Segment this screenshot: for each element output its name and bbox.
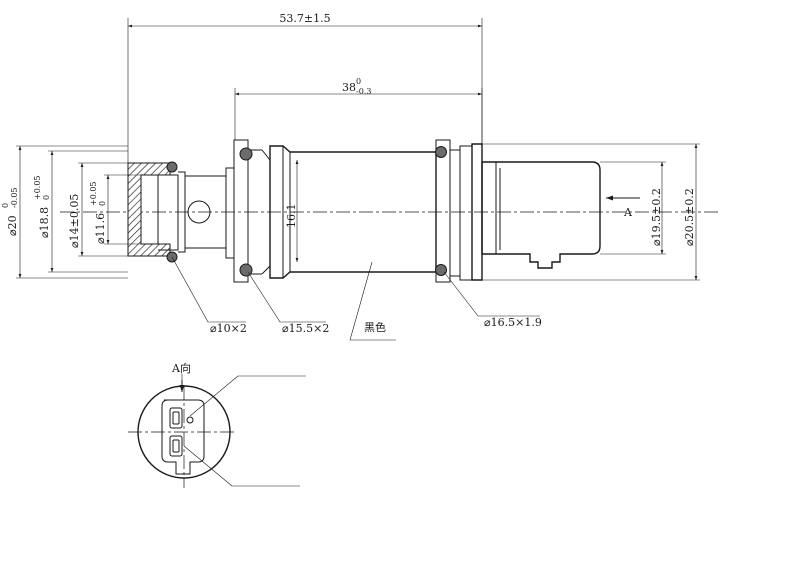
- oring-large-bottom: [435, 264, 447, 276]
- dia-14-text: ⌀14±0.05: [68, 194, 81, 248]
- dimension-dia-20-5: ⌀20.5±0.2: [482, 143, 700, 281]
- callout-oring-medium: ⌀15.5×2: [247, 271, 329, 335]
- dia-20-text: ⌀20: [6, 215, 19, 236]
- dia-18-8-text: ⌀18.8: [38, 207, 51, 238]
- view-arrow-label: A: [623, 206, 633, 219]
- end-view-a: A向: [128, 361, 306, 488]
- dimension-dia-18-8: ⌀18.8 +0.05 0: [33, 150, 128, 273]
- dimension-dia-19-5: ⌀19.5±0.2: [600, 161, 666, 255]
- dia-11-6-text: ⌀11.6: [94, 213, 107, 244]
- right-body: [435, 139, 483, 283]
- stem-section: [185, 167, 235, 259]
- dimension-overall-length: 53.7±1.5: [127, 12, 483, 165]
- oring-medium-bottom: [239, 263, 253, 277]
- left-cup-seal: [127, 162, 171, 257]
- oring-medium-top: [239, 147, 253, 161]
- oring-small-top: [166, 161, 178, 173]
- dia-19-5-text: ⌀19.5±0.2: [650, 188, 663, 246]
- body-length-tol-upper: 0: [356, 77, 361, 86]
- body-length-tol-lower: -0.3: [356, 87, 371, 96]
- dimension-body-length: 38 0 -0.3: [234, 77, 483, 146]
- oring-medium-text: ⌀15.5×2: [282, 322, 329, 335]
- dia-20-tol-lower: -0.05: [10, 187, 19, 208]
- oring-large-text: ⌀16.5×1.9: [484, 316, 542, 329]
- black-color-text: 黑色: [364, 320, 386, 334]
- body-flange: [233, 139, 271, 283]
- dia-11-6-tol-lower: 0: [98, 201, 107, 206]
- dia-11-6-tol-upper: +0.05: [89, 181, 98, 206]
- view-arrow-a: A: [606, 195, 640, 219]
- callout-oring-large: ⌀16.5×1.9: [443, 271, 542, 329]
- dia-20-5-text: ⌀20.5±0.2: [683, 188, 696, 246]
- dim-16-1-text: 16.1: [285, 204, 298, 229]
- oring-small-text: ⌀10×2: [210, 322, 247, 335]
- callout-black-color: 黑色: [349, 261, 396, 341]
- connector: [481, 161, 601, 269]
- dimension-dia-11-6: ⌀11.6 +0.05 0: [89, 174, 141, 245]
- dimension-16-1: 16.1: [285, 160, 299, 262]
- view-title-text: A向: [171, 361, 191, 375]
- callout-oring-small: ⌀10×2: [171, 256, 247, 335]
- dia-20-tol-upper: 0: [1, 203, 10, 208]
- dia-18-8-tol-lower: 0: [42, 195, 51, 200]
- dimension-dia-20: ⌀20 0 -0.05: [1, 145, 128, 279]
- body-length-text: 38: [342, 81, 356, 94]
- left-inner-body: [141, 171, 186, 253]
- overall-length-text: 53.7±1.5: [279, 12, 330, 25]
- dia-18-8-tol-upper: +0.05: [33, 175, 42, 200]
- oring-large-top: [435, 146, 447, 158]
- dimension-dia-14: ⌀14±0.05: [68, 162, 128, 257]
